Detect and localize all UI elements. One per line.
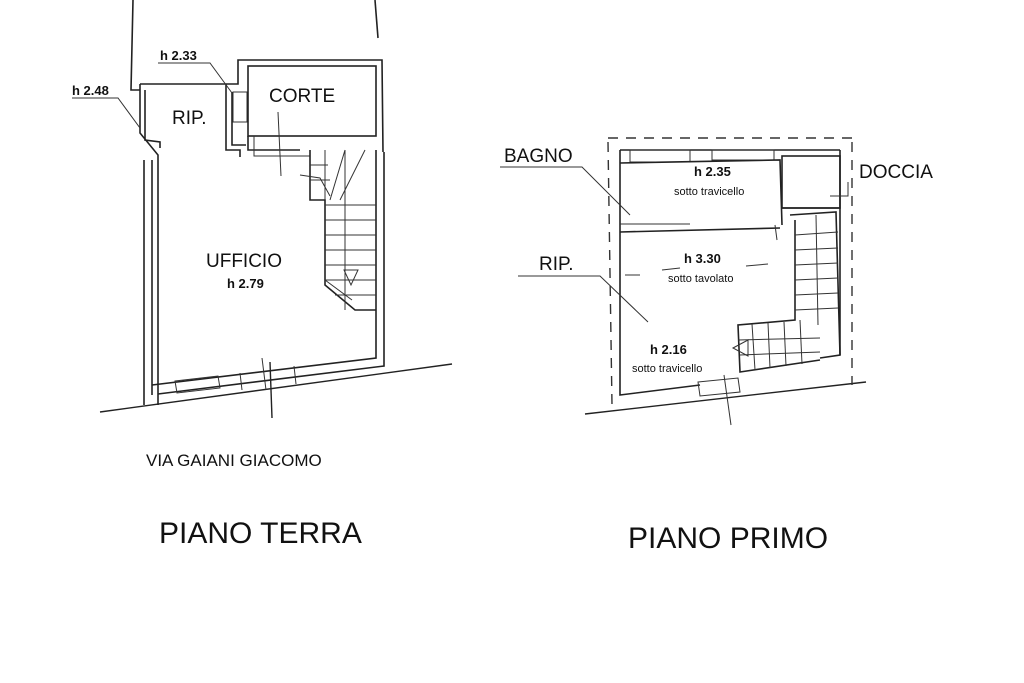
street-name-label: VIA GAIANI GIACOMO (146, 451, 322, 470)
h-rip-leader (72, 97, 141, 129)
corte-leader-line (277, 111, 282, 177)
h-rip-label: h 2.48 (72, 83, 109, 98)
door-jamb-1 (239, 372, 243, 391)
rip-label: RIP. (172, 108, 207, 129)
rip-door-frame (232, 91, 248, 123)
h-center-label: h 3.30 (684, 251, 721, 266)
ground-staircase (299, 149, 376, 311)
door-jamb-left (261, 357, 267, 391)
h-passage-label: h 2.33 (160, 48, 197, 63)
stair-arrow-icon (343, 269, 359, 287)
h-bagno-note: sotto travicello (674, 186, 744, 198)
h-passage-leader (158, 62, 233, 94)
doccia-leader (830, 182, 849, 197)
rip-leader (518, 275, 649, 323)
building-top-wall (140, 59, 384, 153)
corte-bottom-step (247, 136, 300, 151)
rip-label-first: RIP. (539, 254, 574, 275)
corte-label: CORTE (269, 86, 335, 107)
corte-room (247, 65, 377, 137)
first-floor-axis-line (723, 374, 732, 426)
bagno-bottom-wall (619, 227, 781, 233)
rip-right-wall (225, 84, 241, 157)
ufficio-bottom-right-wall (151, 150, 377, 386)
outer-bottom-right-face (157, 152, 385, 395)
ufficio-label: UFFICIO (206, 251, 282, 272)
bagno-leader (500, 166, 631, 216)
h-center-note: sotto tavolato (668, 273, 733, 285)
first-floor-street-line (584, 381, 867, 415)
first-floor-plan: BAGNO DOCCIA RIP. h 2.35 sotto travicell… (500, 137, 933, 555)
piano-primo-title: PIANO PRIMO (628, 522, 828, 555)
building-left-wall (139, 84, 159, 405)
rip-right-wall-inner (231, 92, 246, 146)
corte-bottom-step-inner (253, 136, 310, 157)
piano-terra-title: PIANO TERRA (159, 517, 362, 550)
left-wall-inner (144, 90, 161, 148)
outline-left-dash (607, 141, 613, 406)
ground-floor-plan: h 2.48 h 2.33 RIP. CORTE UFFICIO h 2.79 … (72, 0, 453, 550)
courtyard-wall-right (374, 0, 379, 39)
ceiling-dash-4 (774, 224, 778, 241)
courtyard-wall-left (130, 0, 140, 91)
h-front-label: h 2.16 (650, 342, 687, 357)
bagno-label: BAGNO (504, 146, 573, 167)
door-jamb-2 (293, 365, 297, 385)
top-window-2 (711, 149, 775, 161)
top-window-1 (629, 149, 691, 163)
ceiling-dash-2 (661, 267, 681, 271)
ufficio-height-label: h 2.79 (227, 276, 264, 291)
doccia-room (781, 155, 841, 209)
first-staircase (731, 211, 841, 373)
window-opening (174, 375, 221, 394)
h-bagno-label: h 2.35 (694, 164, 731, 179)
first-stair-arrow-icon (731, 339, 749, 357)
h-front-note: sotto travicello (632, 363, 702, 375)
first-floor-window (697, 377, 741, 397)
ceiling-dash-3 (745, 263, 769, 267)
doccia-label: DOCCIA (859, 162, 933, 183)
